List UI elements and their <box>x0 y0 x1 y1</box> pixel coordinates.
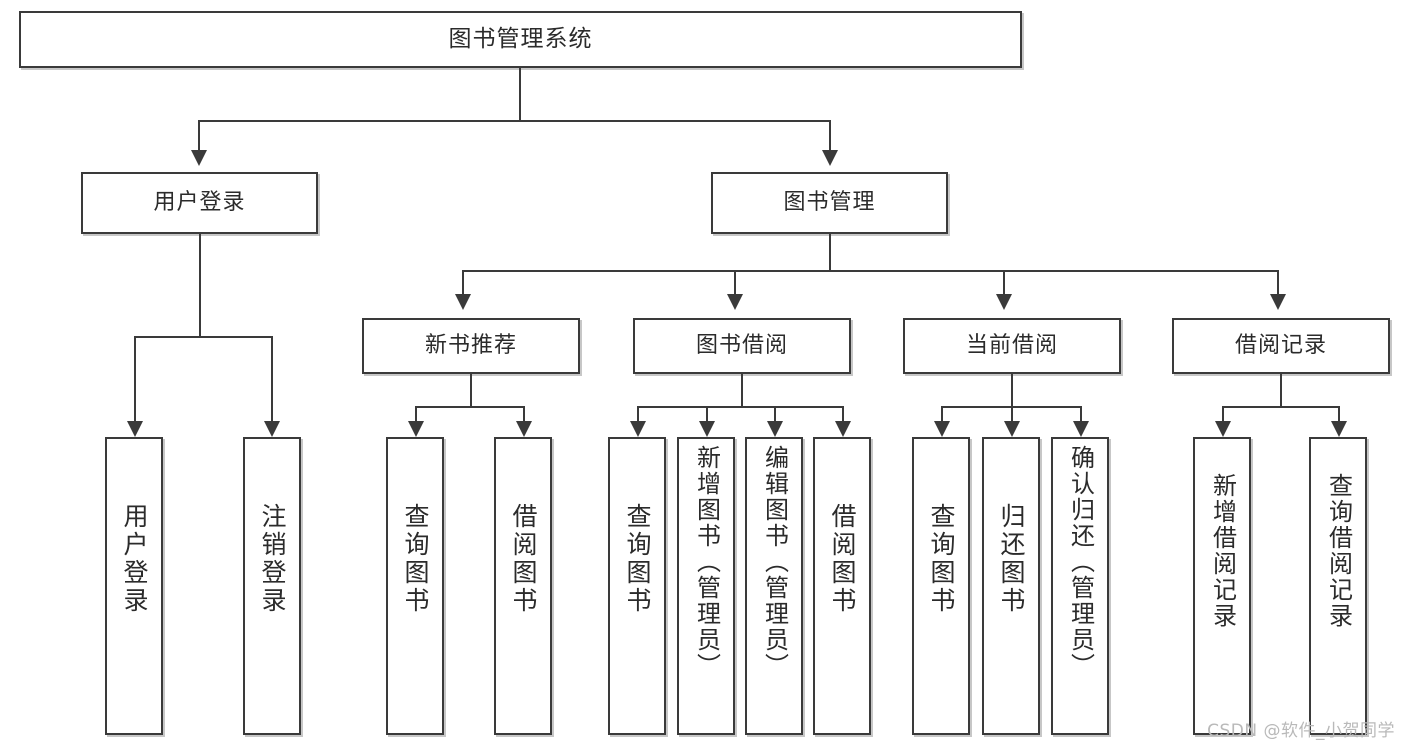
node-leaf-logout[interactable]: 注销登录 <box>243 437 301 735</box>
node-leaf-edit-book[interactable]: 编辑图书（管理员） <box>745 437 803 735</box>
node-label: 确认归还（管理员） <box>1066 445 1095 679</box>
connector-book-manage-to-borrow-record <box>1277 270 1279 294</box>
connector-new-book-stem <box>470 374 472 406</box>
connector-book-borrow-to-leaf-2 <box>706 406 708 421</box>
node-label: 归还图书 <box>997 503 1026 615</box>
node-label: 新增图书（管理员） <box>692 445 721 679</box>
connector-new-book-bus <box>415 406 525 408</box>
node-leaf-borrow-book-2[interactable]: 借阅图书 <box>813 437 871 735</box>
node-book-borrow[interactable]: 图书借阅 <box>633 318 851 374</box>
node-label: 用户登录 <box>120 503 149 615</box>
connector-new-book-to-leaf-1 <box>415 406 417 421</box>
node-label: 借阅图书 <box>509 503 538 615</box>
arrow-root-to-user-login <box>191 150 207 166</box>
node-label: 当前借阅 <box>965 333 1058 359</box>
node-label: 用户登录 <box>153 190 246 216</box>
csdn-watermark: CSDN @软件_小贺同学 <box>1207 721 1395 741</box>
node-label: 查询图书 <box>623 503 652 615</box>
connector-current-borrow-stem <box>1011 374 1013 406</box>
node-leaf-return-book[interactable]: 归还图书 <box>982 437 1040 735</box>
arrow-book-manage-to-book-borrow <box>727 294 743 310</box>
node-root-book-management-system[interactable]: 图书管理系统 <box>19 11 1022 68</box>
connector-book-borrow-stem <box>741 374 743 406</box>
node-leaf-query-borrow-record[interactable]: 查询借阅记录 <box>1309 437 1367 735</box>
connector-current-borrow-to-leaf-1 <box>941 406 943 421</box>
node-label: 借阅记录 <box>1234 333 1327 359</box>
arrow-book-manage-to-current-borrow <box>996 294 1012 310</box>
arrow-book-manage-to-borrow-record <box>1270 294 1286 310</box>
connector-root-stem <box>519 68 521 120</box>
node-new-book-recommend[interactable]: 新书推荐 <box>362 318 580 374</box>
node-label: 借阅图书 <box>828 503 857 615</box>
connector-new-book-to-leaf-2 <box>523 406 525 421</box>
node-leaf-query-book-3[interactable]: 查询图书 <box>912 437 970 735</box>
node-label: 新书推荐 <box>424 333 517 359</box>
arrow-user-login-to-leaf-2 <box>264 421 280 437</box>
node-leaf-add-book[interactable]: 新增图书（管理员） <box>677 437 735 735</box>
node-leaf-user-login[interactable]: 用户登录 <box>105 437 163 735</box>
node-label: 图书管理 <box>783 190 876 216</box>
connector-root-to-book-manage <box>829 120 831 150</box>
connector-borrow-record-to-leaf-2 <box>1338 406 1340 421</box>
connector-book-manage-to-current-borrow <box>1003 270 1005 294</box>
arrow-borrow-record-to-leaf-2 <box>1331 421 1347 437</box>
arrow-book-borrow-to-leaf-3 <box>767 421 783 437</box>
connector-book-manage-stem <box>829 234 831 270</box>
arrow-book-borrow-to-leaf-2 <box>699 421 715 437</box>
arrow-current-borrow-to-leaf-3 <box>1073 421 1089 437</box>
arrow-borrow-record-to-leaf-1 <box>1215 421 1231 437</box>
connector-user-login-stem <box>199 234 201 336</box>
connector-book-manage-bus <box>462 270 1279 272</box>
connector-root-bus <box>198 120 831 122</box>
node-label: 注销登录 <box>258 503 287 615</box>
node-book-manage[interactable]: 图书管理 <box>711 172 948 234</box>
arrow-new-book-to-leaf-1 <box>408 421 424 437</box>
connector-book-manage-to-new-book <box>462 270 464 294</box>
arrow-current-borrow-to-leaf-2 <box>1004 421 1020 437</box>
connector-book-borrow-to-leaf-1 <box>637 406 639 421</box>
node-label: 查询图书 <box>927 503 956 615</box>
node-borrow-record[interactable]: 借阅记录 <box>1172 318 1390 374</box>
connector-user-login-to-leaf-2 <box>271 336 273 421</box>
node-label: 编辑图书（管理员） <box>760 445 789 679</box>
arrow-book-manage-to-new-book <box>455 294 471 310</box>
connector-book-borrow-to-leaf-3 <box>774 406 776 421</box>
connector-current-borrow-to-leaf-2 <box>1011 406 1013 421</box>
arrow-current-borrow-to-leaf-1 <box>934 421 950 437</box>
connector-current-borrow-to-leaf-3 <box>1080 406 1082 421</box>
node-leaf-query-book-1[interactable]: 查询图书 <box>386 437 444 735</box>
arrow-new-book-to-leaf-2 <box>516 421 532 437</box>
connector-book-borrow-to-leaf-4 <box>842 406 844 421</box>
node-label: 查询图书 <box>401 503 430 615</box>
connector-user-login-bus <box>134 336 273 338</box>
node-current-borrow[interactable]: 当前借阅 <box>903 318 1121 374</box>
connector-book-borrow-bus <box>637 406 843 408</box>
node-label: 查询借阅记录 <box>1324 473 1353 629</box>
node-label: 图书借阅 <box>695 333 788 359</box>
node-leaf-query-book-2[interactable]: 查询图书 <box>608 437 666 735</box>
node-leaf-borrow-book-1[interactable]: 借阅图书 <box>494 437 552 735</box>
node-leaf-confirm-return[interactable]: 确认归还（管理员） <box>1051 437 1109 735</box>
node-user-login[interactable]: 用户登录 <box>81 172 318 234</box>
connector-user-login-to-leaf-1 <box>134 336 136 421</box>
node-label: 新增借阅记录 <box>1208 473 1237 629</box>
connector-book-manage-to-book-borrow <box>734 270 736 294</box>
node-leaf-add-borrow-record[interactable]: 新增借阅记录 <box>1193 437 1251 735</box>
arrow-book-borrow-to-leaf-4 <box>835 421 851 437</box>
node-label: 图书管理系统 <box>448 25 593 52</box>
arrow-user-login-to-leaf-1 <box>127 421 143 437</box>
connector-borrow-record-stem <box>1280 374 1282 406</box>
arrow-root-to-book-manage <box>822 150 838 166</box>
arrow-book-borrow-to-leaf-1 <box>630 421 646 437</box>
connector-borrow-record-bus <box>1222 406 1339 408</box>
connector-root-to-user-login <box>198 120 200 150</box>
connector-borrow-record-to-leaf-1 <box>1222 406 1224 421</box>
